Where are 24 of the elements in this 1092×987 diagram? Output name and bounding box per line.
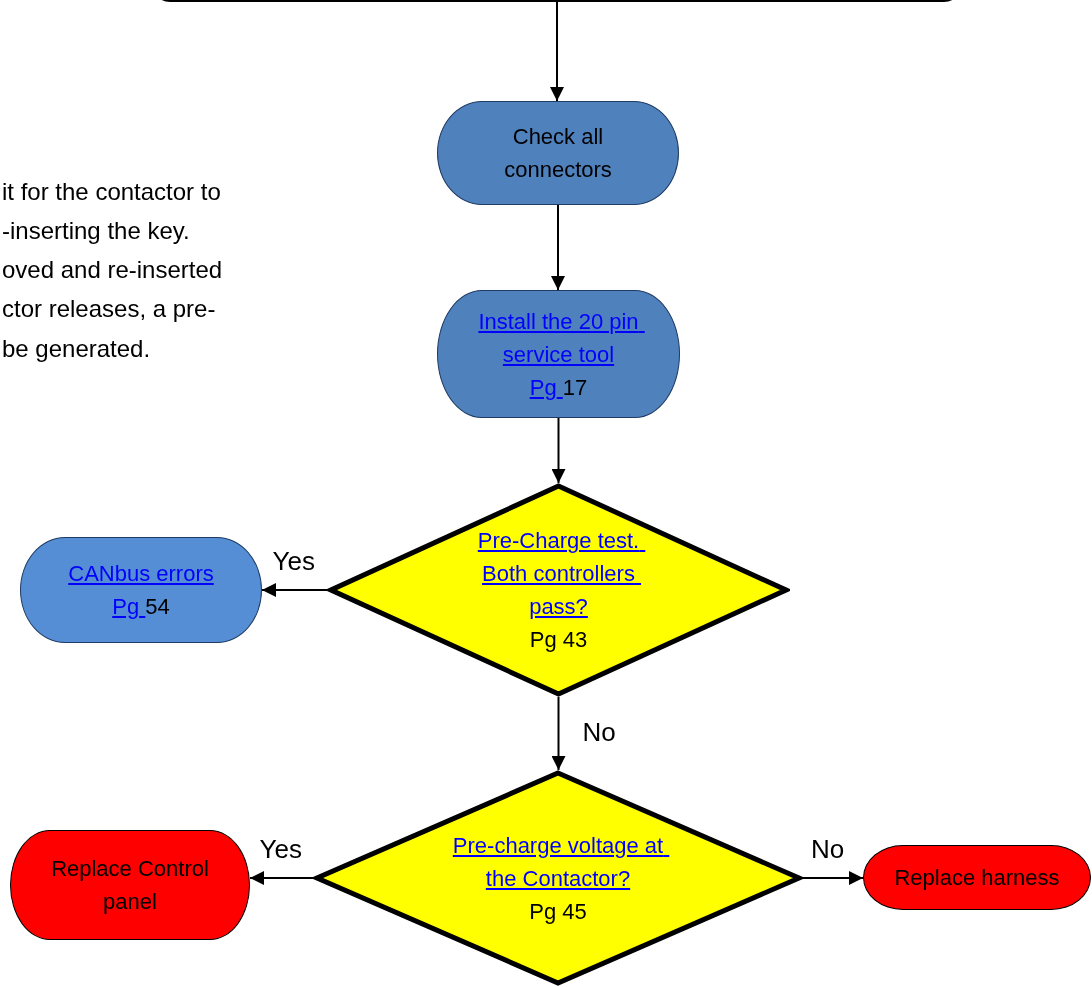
- note-text: ctor releases, a pre-: [2, 294, 216, 324]
- node-text: Pre-Charge test. Both controllers pass?: [476, 527, 641, 621]
- node-text: Replace harness: [894, 864, 1060, 892]
- note-text: -inserting the key.: [2, 216, 190, 246]
- node-text: Pg 54: [112, 593, 170, 621]
- arrow: [802, 871, 864, 885]
- note-text: it for the contactor to: [2, 177, 221, 207]
- node-text: Check all connectors: [503, 123, 613, 184]
- node-text: Pg 17: [529, 373, 588, 402]
- note-text: be generated.: [2, 334, 151, 364]
- arrow: [550, 1, 564, 102]
- node-text: Pre-charge voltage at the Contactor?: [451, 831, 665, 893]
- node-text: Pg 43: [529, 626, 588, 654]
- node-text: Replace Control panel: [51, 855, 209, 916]
- arrow: [551, 417, 566, 484]
- node-text: Install the 20 pin service tool: [477, 307, 640, 369]
- arrow: [551, 204, 565, 291]
- node-text: CANbus errors: [68, 560, 214, 588]
- node-text: Pg 45: [529, 897, 587, 926]
- arrow: [249, 871, 314, 885]
- arrow: [551, 696, 566, 771]
- note-text: oved and re-inserted: [2, 255, 223, 285]
- process-box: [863, 845, 1091, 910]
- arrow: [261, 583, 328, 597]
